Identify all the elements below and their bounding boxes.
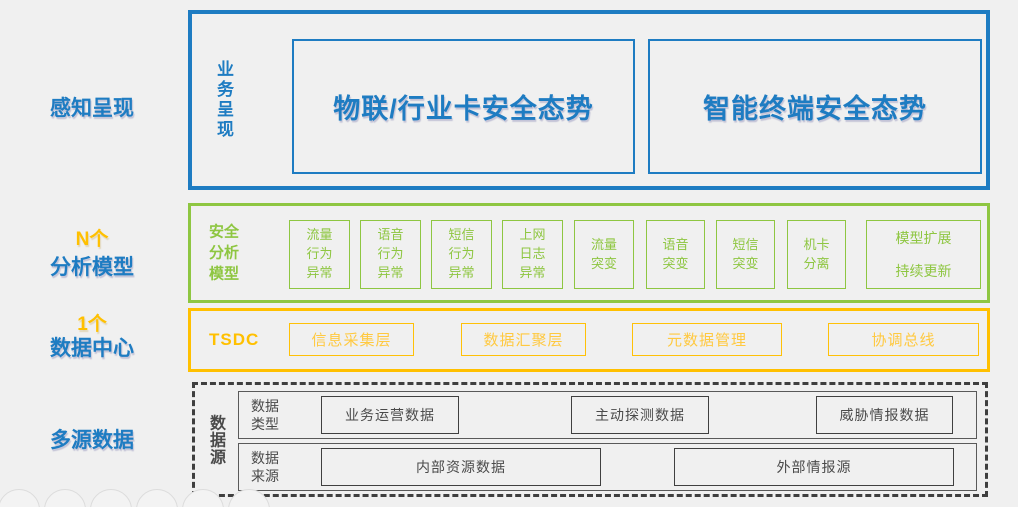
layer-metadata-management: 元数据管理 [632, 323, 782, 356]
tsdc-side-label: TSDC [209, 330, 260, 349]
ds-threat-intel-data: 威胁情报数据 [816, 396, 953, 434]
data-center-layer-box: TSDC 信息采集层 数据汇聚层 元数据管理 协调总线 [188, 308, 990, 372]
watermark-circle [90, 489, 132, 507]
ds-business-operation-data: 业务运营数据 [321, 396, 459, 434]
label-datacenter-count: 1个 [77, 314, 107, 335]
model-traffic-behavior-anomaly: 流量 行为 异常 [289, 220, 350, 289]
model-device-card-separation: 机卡 分离 [787, 220, 846, 289]
model-weblog-anomaly: 上网 日志 异常 [502, 220, 563, 289]
watermark-circle [136, 489, 178, 507]
model-voice-burst: 语音 突变 [646, 220, 705, 289]
label-multi-source-data: 多源数据 [50, 429, 134, 452]
presentation-side-label: 业务呈现 [214, 60, 233, 140]
layer-coordination-bus: 协调总线 [828, 323, 979, 356]
panel-smart-terminal: 智能终端安全态势 [648, 39, 982, 174]
model-extension-continuous-update: 模型扩展 持续更新 [866, 220, 981, 289]
ds-external-intel-source: 外部情报源 [674, 448, 954, 486]
datasource-row-origins-label: 数据 来源 [251, 449, 279, 484]
model-traffic-burst: 流量 突变 [574, 220, 634, 289]
panel-iot-industry-card: 物联/行业卡安全态势 [292, 39, 635, 174]
label-models-count: N个 [75, 229, 109, 250]
watermark-circle [44, 489, 86, 507]
label-analysis-models: 分析模型 [50, 256, 134, 279]
layer-info-collection: 信息采集层 [289, 323, 414, 356]
data-source-layer-box: 数据源 数据 类型 业务运营数据 主动探测数据 威胁情报数据 数据 来源 内部资… [192, 382, 988, 497]
label-perception: 感知呈现 [50, 97, 134, 120]
presentation-layer-box: 业务呈现 物联/行业卡安全态势 智能终端安全态势 [188, 10, 990, 190]
model-voice-behavior-anomaly: 语音 行为 异常 [360, 220, 421, 289]
datasource-row-types: 数据 类型 业务运营数据 主动探测数据 威胁情报数据 [238, 391, 977, 439]
ds-internal-resource-data: 内部资源数据 [321, 448, 601, 486]
layer-data-aggregation: 数据汇聚层 [461, 323, 586, 356]
datasource-row-origins: 数据 来源 内部资源数据 外部情报源 [238, 443, 977, 491]
datasource-side-label: 数据源 [207, 414, 224, 465]
ds-active-probe-data: 主动探测数据 [571, 396, 709, 434]
model-sms-burst: 短信 突变 [716, 220, 775, 289]
datasource-row-types-label: 数据 类型 [251, 397, 279, 432]
analysis-side-label: 安全 分析 模型 [209, 223, 240, 283]
label-datacenter: 数据中心 [50, 337, 134, 360]
watermark-circle [0, 489, 40, 507]
analysis-model-layer-box: 安全 分析 模型 流量 行为 异常 语音 行为 异常 短信 行为 异常 上网 日… [188, 203, 990, 303]
model-sms-behavior-anomaly: 短信 行为 异常 [431, 220, 492, 289]
